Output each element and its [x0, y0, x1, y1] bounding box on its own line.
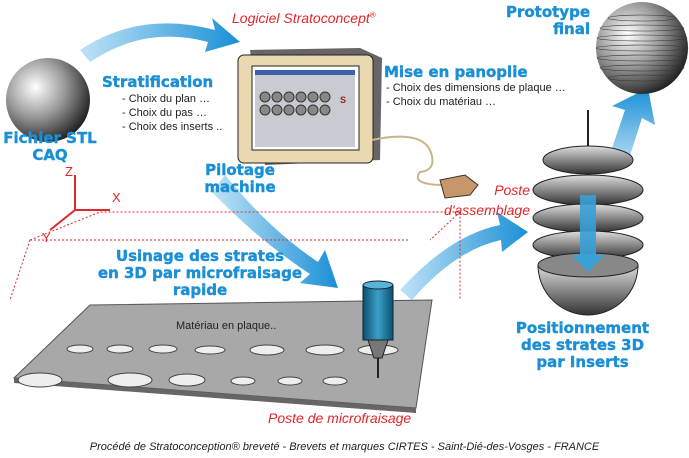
prototype-sphere [595, 2, 689, 94]
mouse-cable [371, 135, 446, 186]
axes-icon [49, 175, 110, 231]
stratification-block: Stratification - Choix du plan …- Choix … [102, 73, 223, 133]
axis-y-label: Y [42, 230, 51, 245]
microfraisage-label: Poste de microfraisage [268, 410, 412, 426]
arrow-to-assembly [400, 212, 528, 300]
arrow-to-software [80, 18, 240, 62]
svg-text:S: S [340, 95, 346, 105]
mouse-icon [439, 174, 479, 199]
arrow-to-prototype [608, 88, 655, 168]
assembly-stack [532, 110, 644, 316]
axis-z-label: Z [65, 164, 73, 179]
panoplie-list: - Choix des dimensions de plaque …- Choi… [386, 82, 566, 108]
milling-tool [362, 280, 394, 378]
stratification-list: - Choix du plan …- Choix du pas …- Choix… [122, 93, 223, 133]
arrow-to-machine [212, 175, 338, 288]
workspace-box [9, 211, 461, 301]
axis-x-label: X [112, 190, 121, 205]
panoplie-block: Mise en panoplie - Choix des dimensions … [384, 63, 566, 108]
plate-label: Matériau en plaque.. [176, 320, 277, 332]
computer-monitor: S [237, 48, 382, 165]
footer-caption: Procédé de Stratoconception® breveté - B… [89, 441, 600, 453]
stl-sphere [6, 58, 90, 142]
software-label: Logiciel Stratoconcept® [232, 10, 376, 26]
plate-holes [17, 344, 399, 388]
